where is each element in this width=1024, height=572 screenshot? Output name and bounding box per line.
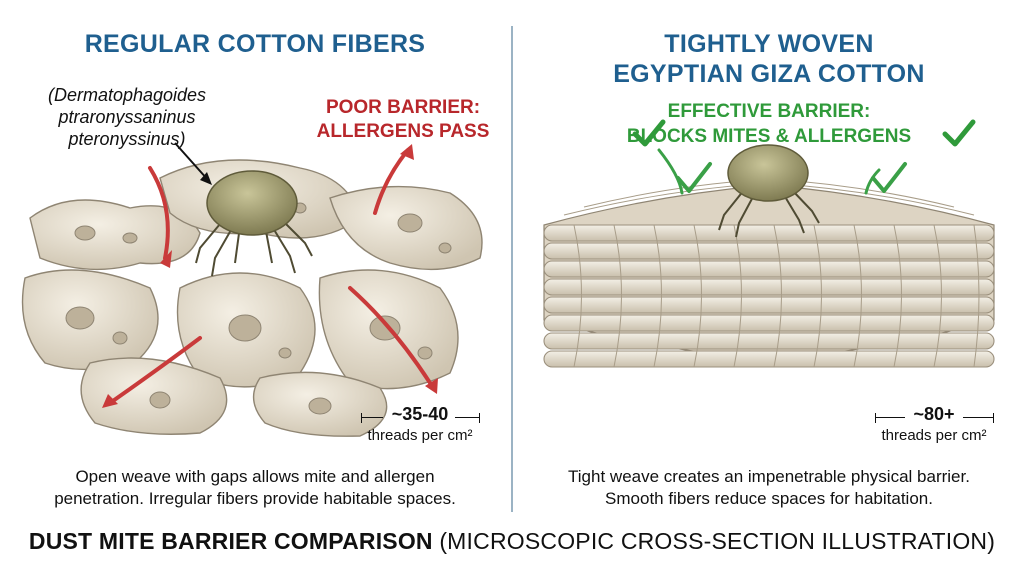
mite-icon	[718, 144, 820, 238]
left-caption: Open weave with gaps allows mite and all…	[0, 466, 510, 510]
left-thread-count: ~35-40 threads per cm²	[355, 404, 485, 445]
right-thread-count: ~80+ threads per cm²	[869, 404, 999, 445]
scale-line-right	[455, 417, 479, 418]
figure-title: DUST MITE BARRIER COMPARISON (MICROSCOPI…	[0, 526, 1024, 556]
giza-cotton-panel: TIGHTLY WOVEN EGYPTIAN GIZA COTTON EFFEC…	[514, 0, 1024, 515]
panel-divider	[511, 26, 513, 512]
species-label: (Dermatophagoides ptraronyssaninus ptero…	[22, 84, 232, 150]
effective-barrier-line-2: BLOCKS MITES & ALLERGENS	[626, 126, 912, 147]
species-line-1: (Dermatophagoides	[47, 85, 207, 105]
scale-tick-left	[361, 413, 362, 423]
green-check-icon	[676, 162, 712, 193]
green-check-icon	[942, 119, 976, 147]
left-caption-line-1: Open weave with gaps allows mite and all…	[75, 467, 435, 486]
left-caption-line-2: penetration. Irregular fibers provide ha…	[54, 489, 456, 508]
effective-barrier-label: EFFECTIVE BARRIER: BLOCKS MITES & ALLERG…	[514, 99, 1024, 149]
figure-title-rest: (MICROSCOPIC CROSS-SECTION ILLUSTRATION)	[432, 528, 996, 554]
right-panel-title-line-1: TIGHTLY WOVEN	[664, 30, 874, 58]
left-thread-count-unit: threads per cm²	[367, 427, 473, 444]
right-panel-title-line-2: EGYPTIAN GIZA COTTON	[613, 60, 925, 88]
effective-barrier-line-1: EFFECTIVE BARRIER:	[667, 101, 871, 122]
species-line-2: ptraronyssaninus	[58, 107, 196, 127]
pointer-arrow-icon	[174, 142, 212, 185]
poor-barrier-line-1: POOR BARRIER:	[325, 97, 481, 118]
green-check-icon	[632, 119, 666, 147]
poor-barrier-line-2: ALLERGENS PASS	[316, 121, 490, 142]
scale-line-left	[875, 417, 905, 418]
right-caption-line-2: Smooth fibers reduce spaces for habitati…	[605, 489, 933, 508]
regular-cotton-panel: REGULAR COTTON FIBERS (Dermatophagoides …	[0, 0, 510, 515]
left-panel-title: REGULAR COTTON FIBERS	[84, 30, 426, 58]
scale-line-right	[963, 417, 993, 418]
right-caption: Tight weave creates an impenetrable phys…	[514, 466, 1024, 510]
scale-tick-left	[875, 413, 876, 423]
scale-tick-right	[479, 413, 480, 423]
right-caption-line-1: Tight weave creates an impenetrable phys…	[568, 467, 970, 486]
green-check-icon	[871, 162, 907, 193]
left-thread-count-value: ~35-40	[391, 404, 449, 424]
scale-line-left	[361, 417, 383, 418]
irregular-fibers-illustration	[21, 142, 483, 437]
right-thread-count-value: ~80+	[913, 404, 955, 424]
right-thread-count-unit: threads per cm²	[881, 427, 987, 444]
species-line-3: pteronyssinus)	[68, 129, 186, 149]
poor-barrier-label: POOR BARRIER: ALLERGENS PASS	[308, 96, 498, 144]
figure-title-bold: DUST MITE BARRIER COMPARISON	[28, 528, 433, 554]
woven-fibers-illustration	[543, 144, 995, 368]
mite-icon	[195, 170, 313, 277]
scale-tick-right	[993, 413, 994, 423]
